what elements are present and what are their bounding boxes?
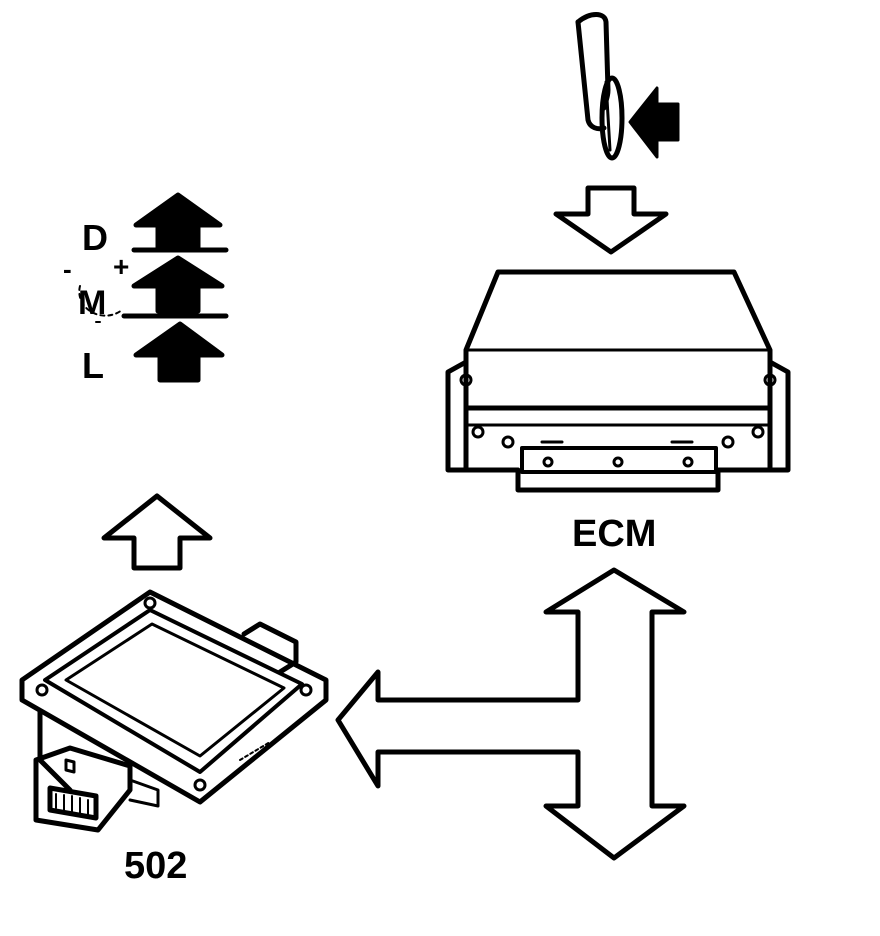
- gear-arrow-d-icon: [133, 192, 223, 252]
- gear-d-label: D: [82, 217, 108, 258]
- gear-arrow-l-icon: [133, 321, 225, 383]
- ecm-label: ECM: [572, 513, 657, 555]
- m-circle-icon: [78, 285, 123, 323]
- bidirectional-arrow-icon: [335, 567, 687, 861]
- gear-arrow-m-icon: [131, 255, 225, 314]
- module-502-icon: [19, 589, 329, 833]
- arrow-up-from-module-icon: [101, 493, 213, 571]
- minus-label: -: [63, 254, 72, 284]
- arrow-down-to-ecm-icon: [553, 185, 669, 255]
- brake-pedal-icon: [575, 12, 625, 161]
- plus-label: +: [113, 251, 130, 282]
- gear-l-label: L: [82, 345, 104, 386]
- ecm-unit-icon: [445, 269, 791, 493]
- module-502-label: 502: [124, 845, 188, 887]
- gear-m-label: M: [78, 284, 107, 322]
- press-arrow-icon: [628, 86, 680, 159]
